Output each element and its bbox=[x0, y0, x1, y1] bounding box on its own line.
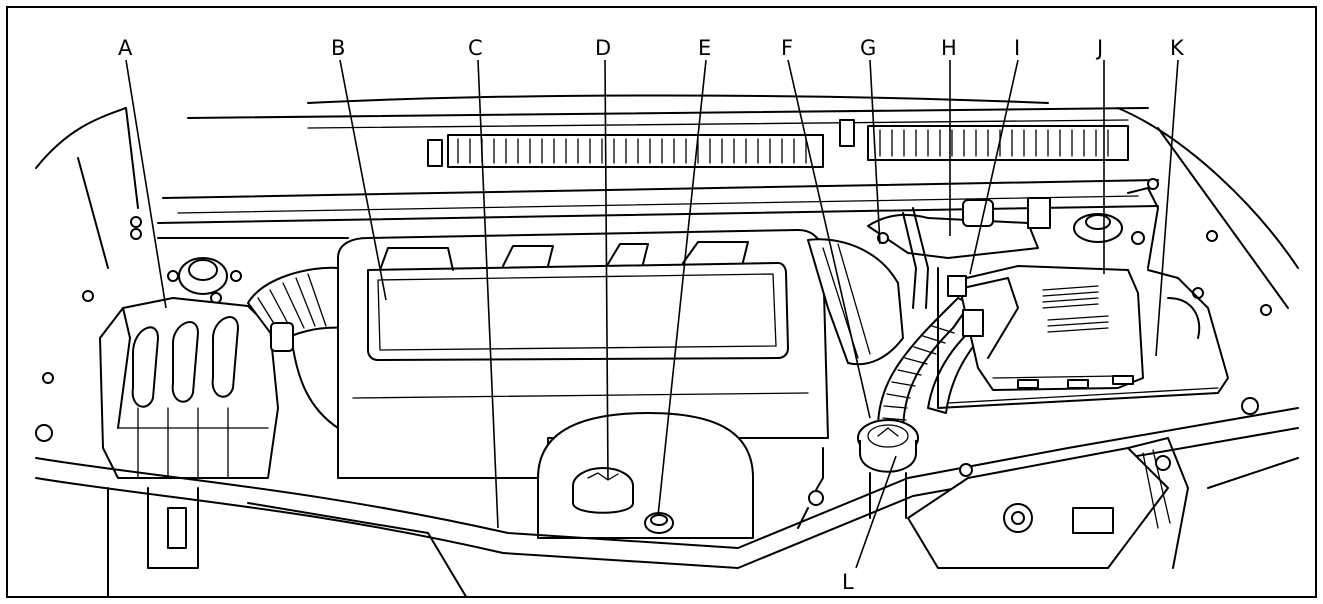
cowl-grille bbox=[427, 119, 1129, 168]
engine-compartment-illustration: A B C D E F G H I J K L bbox=[35, 36, 1299, 596]
dipstick-handle bbox=[644, 512, 674, 534]
callout-b: B bbox=[331, 36, 345, 60]
front-crossmember bbox=[907, 397, 1299, 569]
diagram-frame: A B C D E F G H I J K L bbox=[6, 6, 1317, 598]
callout-labels: A B C D E F G H I J K L bbox=[118, 36, 1185, 594]
callout-g: G bbox=[860, 36, 876, 60]
callout-k: K bbox=[1170, 36, 1185, 60]
air-intake-hose bbox=[247, 266, 344, 429]
callout-c: C bbox=[468, 36, 483, 60]
radiator-support bbox=[35, 407, 1299, 596]
callout-l: L bbox=[842, 570, 854, 594]
callout-e: E bbox=[698, 36, 711, 60]
component-k-battery-tray bbox=[937, 267, 1229, 409]
component-b-engine-cover bbox=[337, 229, 829, 479]
callout-f: F bbox=[781, 36, 793, 60]
callout-j: J bbox=[1095, 36, 1103, 60]
callout-h: H bbox=[941, 36, 957, 60]
leader-lines bbox=[125, 59, 1179, 569]
callout-a: A bbox=[118, 36, 133, 60]
hood-outline bbox=[35, 94, 1299, 309]
callout-d: D bbox=[595, 36, 611, 60]
washer-fluid-cap bbox=[857, 419, 919, 519]
left-strut-tower bbox=[167, 257, 242, 304]
oil-fill-recess bbox=[537, 412, 754, 539]
component-j-battery-cover bbox=[947, 265, 1144, 391]
component-a-cover bbox=[99, 297, 279, 479]
callout-i: I bbox=[1014, 36, 1020, 60]
